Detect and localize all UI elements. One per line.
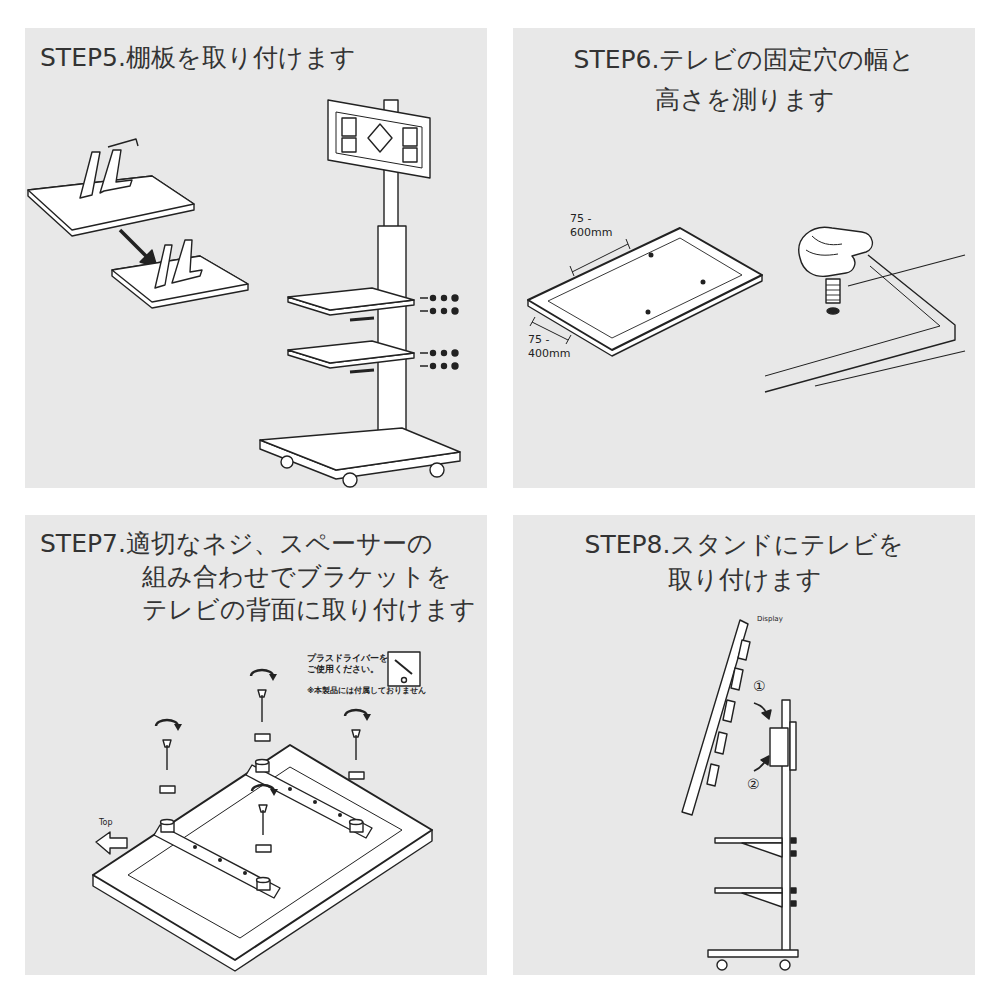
tv-back-measure <box>528 228 762 356</box>
step-heading: STEP6.テレビの固定穴の幅と 高さを測ります <box>513 28 975 120</box>
step-panel: STEP6.テレビの固定穴の幅と 高さを測ります <box>513 28 975 488</box>
shelf-assembly <box>28 139 248 308</box>
dimension-label: 75 - 400mm <box>528 333 576 361</box>
panel-grounds <box>25 28 975 975</box>
step-number: ① <box>753 678 775 696</box>
note-text: プラスドライバーを ご使用ください。 <box>307 653 395 676</box>
step-panel: STEP8.スタンドにテレビを 取り付けます <box>513 515 975 975</box>
screw-closeup <box>765 227 965 392</box>
stand-side-view <box>682 620 798 970</box>
step-number: ② <box>747 776 769 794</box>
step-heading: STEP5.棚板を取り付けます <box>25 28 487 75</box>
step-panel: STEP5.棚板を取り付けます <box>25 28 487 488</box>
step-panel: STEP7.適切なネジ、スペーサーの 組み合わせでブラケットを テレビの背面に取… <box>25 515 487 975</box>
direction-label: Top <box>99 818 139 828</box>
dimension-label: 75 - 600mm <box>570 212 618 240</box>
part-label: Display <box>757 615 807 624</box>
tv-back-brackets <box>93 652 432 971</box>
step-heading: STEP7.適切なネジ、スペーサーの 組み合わせでブラケットを テレビの背面に取… <box>25 515 487 626</box>
note-text: ※本製品には付属しておりません <box>307 686 447 695</box>
step-heading: STEP8.スタンドにテレビを 取り付けます <box>513 515 975 597</box>
tv-stand <box>260 100 460 487</box>
